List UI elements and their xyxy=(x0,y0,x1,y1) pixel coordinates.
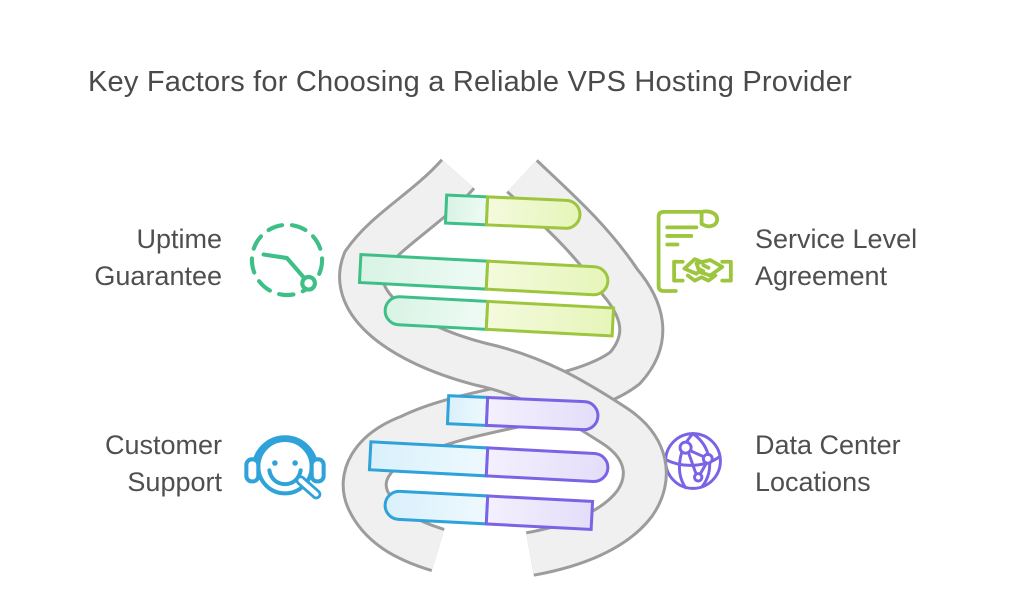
rung-half-lime xyxy=(484,299,616,338)
dashed-clock-icon xyxy=(242,214,332,304)
rung-half-lavender xyxy=(484,494,595,532)
helix-rung-3 xyxy=(383,295,616,338)
rung-half-cyan xyxy=(445,394,490,427)
label-line: Customer xyxy=(104,430,222,460)
rung-half-cyan xyxy=(367,440,490,478)
dna-helix-graphic xyxy=(330,148,680,596)
helix-rung-4 xyxy=(445,394,600,432)
rung-half-lavender xyxy=(484,446,610,483)
document-handshake-icon xyxy=(650,206,736,302)
support-agent-headset-icon xyxy=(238,417,332,509)
helix-rung-2 xyxy=(357,252,610,297)
helix-rung-1 xyxy=(443,193,582,230)
label-customer-support: Customer Support xyxy=(40,427,222,501)
page-title: Key Factors for Choosing a Reliable VPS … xyxy=(88,66,852,98)
label-line: Uptime xyxy=(136,224,222,254)
rung-half-cyan xyxy=(383,489,490,526)
helix-rung-6 xyxy=(383,489,595,532)
label-uptime-guarantee: Uptime Guarantee xyxy=(40,221,222,295)
label-line: Support xyxy=(127,467,222,497)
label-line: Service Level xyxy=(755,224,918,254)
rung-half-mint xyxy=(443,193,490,227)
helix-rung-5 xyxy=(367,440,610,483)
rung-half-lavender xyxy=(484,395,600,432)
label-data-center-locations: Data Center Locations xyxy=(755,427,975,501)
rung-half-mint xyxy=(383,295,490,331)
label-service-level-agreement: Service Level Agreement xyxy=(755,221,975,295)
label-line: Guarantee xyxy=(94,261,222,291)
globe-network-icon xyxy=(656,424,730,498)
rung-half-lime xyxy=(484,259,610,297)
label-line: Data Center xyxy=(755,430,901,460)
rung-half-mint xyxy=(357,252,490,291)
label-line: Agreement xyxy=(755,261,888,291)
rung-half-lime xyxy=(484,195,582,230)
label-line: Locations xyxy=(755,467,871,497)
